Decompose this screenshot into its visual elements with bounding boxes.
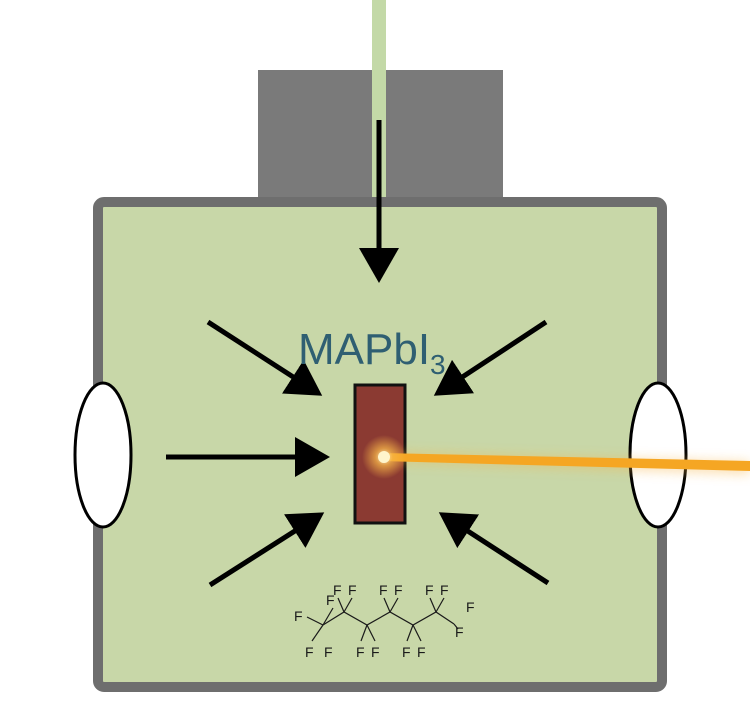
svg-text:F: F bbox=[333, 582, 342, 598]
fluorine-atoms: F F F F F F F F F F F F F F F F bbox=[294, 582, 475, 660]
arrow-top-left bbox=[206, 319, 323, 396]
svg-text:F: F bbox=[402, 644, 411, 660]
sample-label-main: MAPbI bbox=[298, 325, 430, 374]
gas-inlet-tube bbox=[372, 0, 386, 205]
arrow-bottom-left bbox=[208, 512, 325, 588]
svg-text:F: F bbox=[348, 582, 357, 598]
svg-text:F: F bbox=[324, 644, 333, 660]
svg-text:F: F bbox=[425, 582, 434, 598]
svg-text:F: F bbox=[305, 644, 314, 660]
arrow-top-right bbox=[433, 319, 548, 396]
svg-text:F: F bbox=[466, 599, 475, 615]
svg-text:F: F bbox=[379, 582, 388, 598]
svg-text:F: F bbox=[371, 644, 380, 660]
svg-text:F: F bbox=[356, 644, 365, 660]
arrow-bottom-right bbox=[438, 512, 550, 586]
svg-text:F: F bbox=[440, 582, 449, 598]
right-window bbox=[628, 381, 688, 529]
perfluorohexane-molecule bbox=[306, 597, 459, 642]
svg-text:F: F bbox=[455, 624, 464, 640]
svg-text:F: F bbox=[294, 608, 303, 624]
svg-text:F: F bbox=[417, 644, 426, 660]
svg-text:F: F bbox=[394, 582, 403, 598]
svg-text:F: F bbox=[326, 592, 335, 608]
light-beam bbox=[362, 435, 750, 479]
sample-label: MAPbI3 bbox=[298, 325, 446, 380]
sample-label-subscript: 3 bbox=[430, 349, 446, 380]
left-window bbox=[73, 381, 133, 529]
